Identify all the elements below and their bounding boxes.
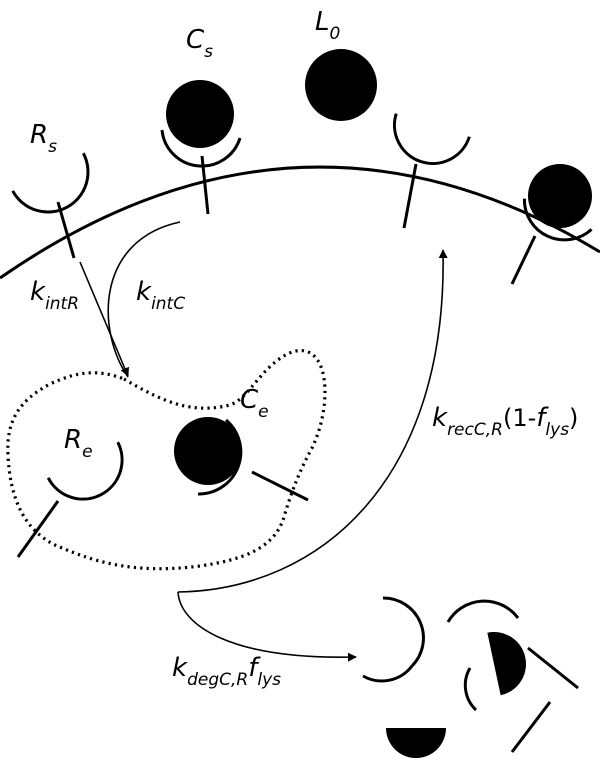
- surface-complex: [160, 80, 242, 215]
- label-krec: krecC,R(1-flys): [432, 403, 578, 440]
- surface-complex-right: [510, 164, 593, 285]
- surface-receptor-recycled: [393, 113, 471, 229]
- degraded-fragments: [362, 596, 579, 758]
- surface-receptor-free: [11, 152, 90, 259]
- label-L0: L0: [315, 7, 340, 44]
- free-ligand: [305, 49, 377, 121]
- cell-membrane: [0, 165, 600, 280]
- arrow-kintC: [107, 221, 181, 378]
- label-Cs: Cs: [186, 25, 213, 62]
- label-kintR: kintR: [30, 277, 79, 314]
- arrow-degradation: [177, 591, 357, 662]
- label-Re: Re: [64, 425, 93, 462]
- label-kdeg: kdegC,Rflys: [172, 653, 281, 690]
- label-kintC: kintC: [136, 277, 185, 314]
- label-Ce: Ce: [240, 385, 269, 422]
- label-Rs: Rs: [30, 120, 57, 157]
- endosome-boundary: [6, 348, 327, 571]
- endosomal-complex: [174, 417, 309, 502]
- endosomal-receptor: [16, 441, 124, 558]
- arrow-kintR: [79, 261, 130, 377]
- arrow-recycling: [177, 249, 448, 593]
